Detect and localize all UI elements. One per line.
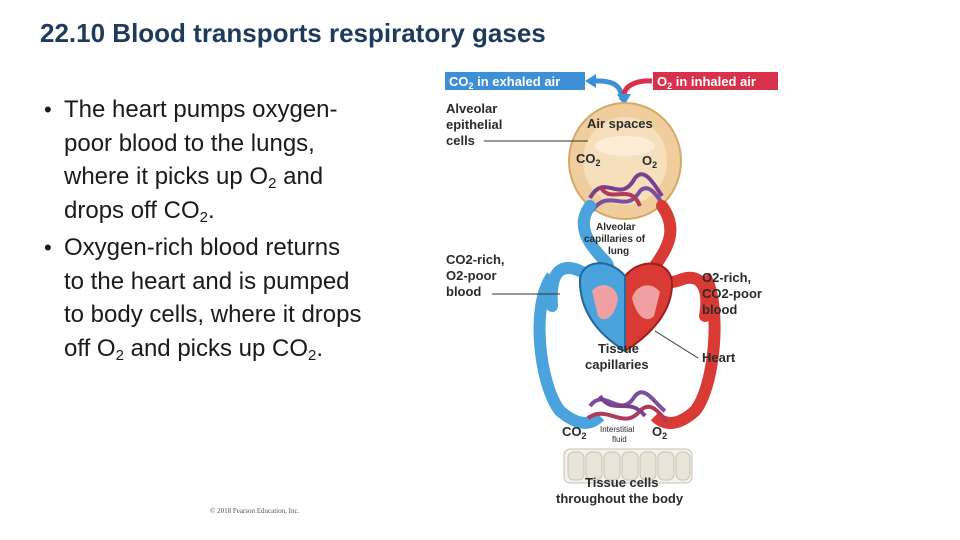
svg-text:fluid: fluid	[612, 435, 627, 444]
tissue-capillaries-label: Tissue capillaries	[585, 341, 649, 372]
svg-text:CO2-rich,: CO2-rich,	[446, 252, 505, 267]
svg-text:Alveolar: Alveolar	[446, 101, 497, 116]
copyright-notice: © 2018 Pearson Education, Inc.	[210, 507, 300, 515]
co2-top-label: CO2	[576, 151, 601, 168]
air-spaces-label: Air spaces	[587, 116, 653, 131]
o2-top-label: O2	[642, 153, 657, 170]
bullet-2-text: Oxygen-rich blood returns to the heart a…	[64, 234, 362, 364]
o2-bottom-label: O2	[652, 424, 667, 441]
alveolar-capillaries-label: Alveolar capillaries of lung	[584, 222, 646, 257]
svg-text:Tissue cells: Tissue cells	[585, 475, 658, 490]
gas-transport-diagram: CO2 in exhaled air O2 in inhaled air Air…	[445, 72, 778, 506]
tissue-capillary-network	[586, 390, 670, 424]
inhale-arrow	[621, 78, 653, 97]
tissue-cells-label: Tissue cells throughout the body	[556, 475, 684, 506]
banner-inhaled: O2 in inhaled air	[653, 72, 778, 91]
tissue-cells	[563, 448, 693, 484]
alveolar-epithelial-label: Alveolar epithelial cells	[446, 101, 502, 148]
alveolar-capillary-network	[588, 172, 666, 213]
bullet-1-text: The heart pumps oxygen-poor blood to the…	[64, 96, 338, 226]
o2-rich-label: O2-rich, CO2-poor blood	[702, 270, 762, 317]
inhale-arrow-head	[617, 94, 631, 106]
svg-text:epithelial: epithelial	[446, 117, 502, 132]
page-title: 22.10 Blood transports respiratory gases	[40, 18, 546, 48]
svg-text:O2-rich,: O2-rich,	[702, 270, 751, 285]
co2-bottom-label: CO2	[562, 424, 587, 441]
bullet-dot: •	[44, 235, 52, 260]
bullet-item-2: • Oxygen-rich blood returns to the heart…	[44, 231, 364, 365]
interstitial-label: Interstitial fluid	[600, 425, 634, 444]
svg-text:capillaries: capillaries	[585, 357, 649, 372]
svg-text:O2-poor: O2-poor	[446, 268, 497, 283]
svg-text:Alveolar: Alveolar	[596, 222, 636, 233]
svg-text:throughout the body: throughout the body	[556, 491, 684, 506]
svg-text:CO2 in exhaled air: CO2 in exhaled air	[449, 74, 560, 91]
bullet-item-1: • The heart pumps oxygen-poor blood to t…	[44, 93, 364, 227]
systemic-vein-blue	[533, 272, 605, 429]
svg-text:blood: blood	[446, 284, 481, 299]
svg-text:capillaries of: capillaries of	[584, 234, 646, 245]
svg-text:lung: lung	[608, 246, 629, 257]
bullet-dot: •	[44, 97, 52, 122]
heart-label: Heart	[702, 350, 736, 365]
heart	[578, 262, 674, 353]
bullet-list: • The heart pumps oxygen-poor blood to t…	[44, 93, 364, 369]
svg-text:CO2-poor: CO2-poor	[702, 286, 762, 301]
banner-exhaled: CO2 in exhaled air	[445, 72, 585, 91]
heart-leader	[654, 330, 699, 359]
svg-text:O2 in inhaled air: O2 in inhaled air	[657, 74, 756, 91]
exhale-arrow-head	[585, 74, 596, 88]
co2-rich-label: CO2-rich, O2-poor blood	[446, 252, 505, 299]
systemic-artery-red	[650, 273, 721, 429]
svg-text:Tissue: Tissue	[598, 341, 639, 356]
svg-text:Interstitial: Interstitial	[600, 425, 634, 434]
svg-text:blood: blood	[702, 302, 737, 317]
svg-text:cells: cells	[446, 133, 475, 148]
